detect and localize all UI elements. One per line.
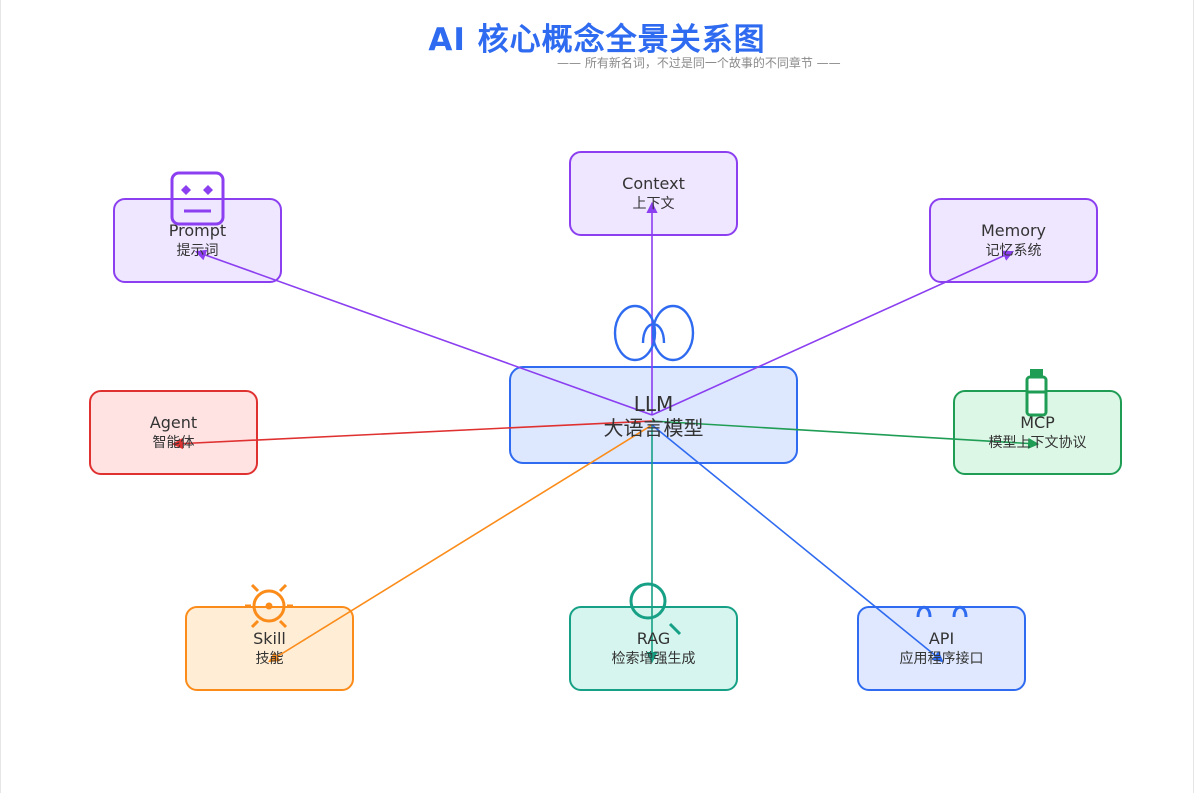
- node-rag-box: [569, 606, 738, 691]
- page-title: AI 核心概念全景关系图: [428, 22, 766, 58]
- edge-llm-skill: [268, 424, 653, 663]
- node-context-box: [569, 151, 738, 236]
- page-subtitle: —— 所有新名词，不过是同一个故事的不同章节 ——: [557, 56, 841, 70]
- edge-llm-mcp: [651, 420, 1040, 450]
- edge-llm-agent: [171, 420, 653, 450]
- node-prompt-box: [113, 198, 282, 283]
- gear-icon: [245, 583, 293, 629]
- node-api-box: [857, 606, 1026, 691]
- node-skill-box: [185, 606, 354, 691]
- plug-icon: [1025, 369, 1048, 417]
- edge-llm-memory: [651, 250, 1015, 416]
- node-agent-box: [89, 390, 258, 475]
- node-memory-box: [929, 198, 1098, 283]
- robot-icon: [170, 171, 225, 226]
- brain-icon: [613, 304, 695, 362]
- search-icon: [629, 582, 682, 636]
- link-icon: [916, 605, 968, 618]
- edge-llm-prompt: [194, 249, 653, 416]
- edge-llm-api: [651, 424, 944, 663]
